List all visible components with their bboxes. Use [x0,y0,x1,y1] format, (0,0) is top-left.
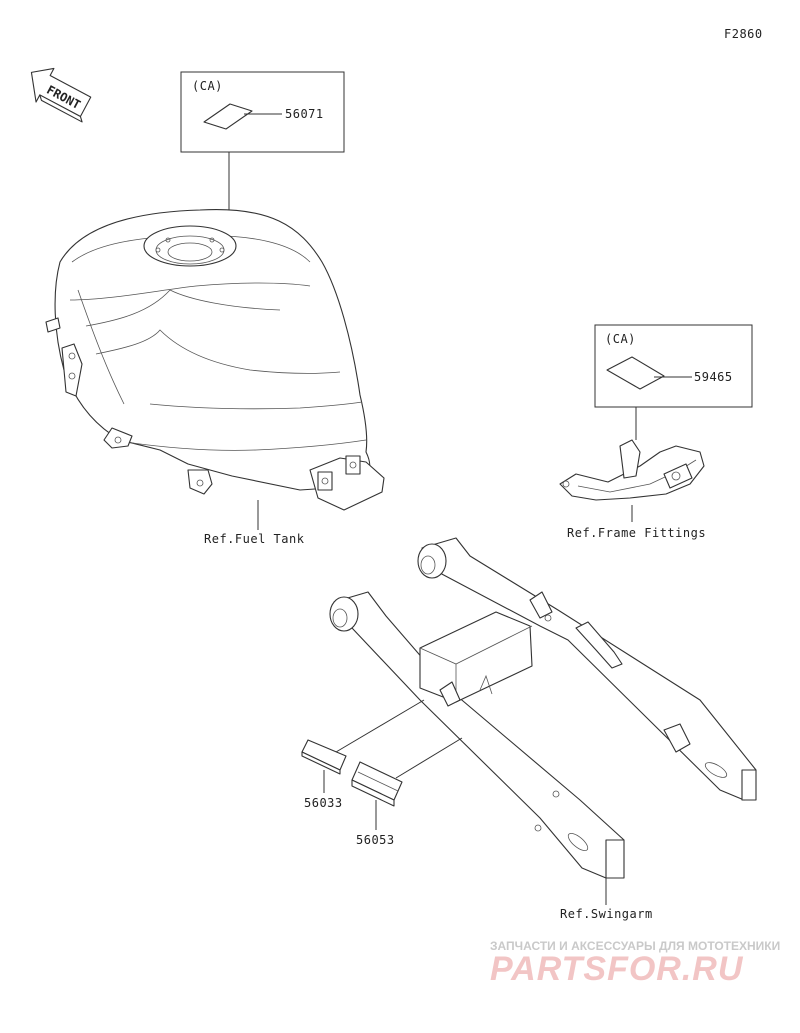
fuel-tank [45,208,385,511]
watermark-tagline: ЗАПЧАСТИ И АКСЕССУАРЫ ДЛЯ МОТОТЕХНИКИ [490,939,780,953]
swingarm [329,537,757,879]
callout-box-56071 [180,71,345,153]
ref-frame-fittings: Ref.Frame Fittings [567,526,706,540]
ca-label-2: (CA) [605,332,636,346]
ref-fuel-tank: Ref.Fuel Tank [204,532,305,546]
part-number-56053: 56053 [356,833,395,847]
front-arrow-icon: FRONT [30,67,92,123]
part-number-56033: 56033 [304,796,343,810]
frame-fittings-bracket [559,439,705,501]
watermark-brand: PARTSFOR.RU [490,950,744,988]
figure-code: F2860 [724,27,763,41]
label-decal-59465 [606,356,665,390]
part-number-59465: 59465 [694,370,733,384]
part-number-56071: 56071 [285,107,324,121]
ca-label-1: (CA) [192,79,223,93]
label-decal-56071 [203,103,253,130]
ref-swingarm: Ref.Swingarm [560,907,653,921]
callout-box-59465 [594,324,753,408]
